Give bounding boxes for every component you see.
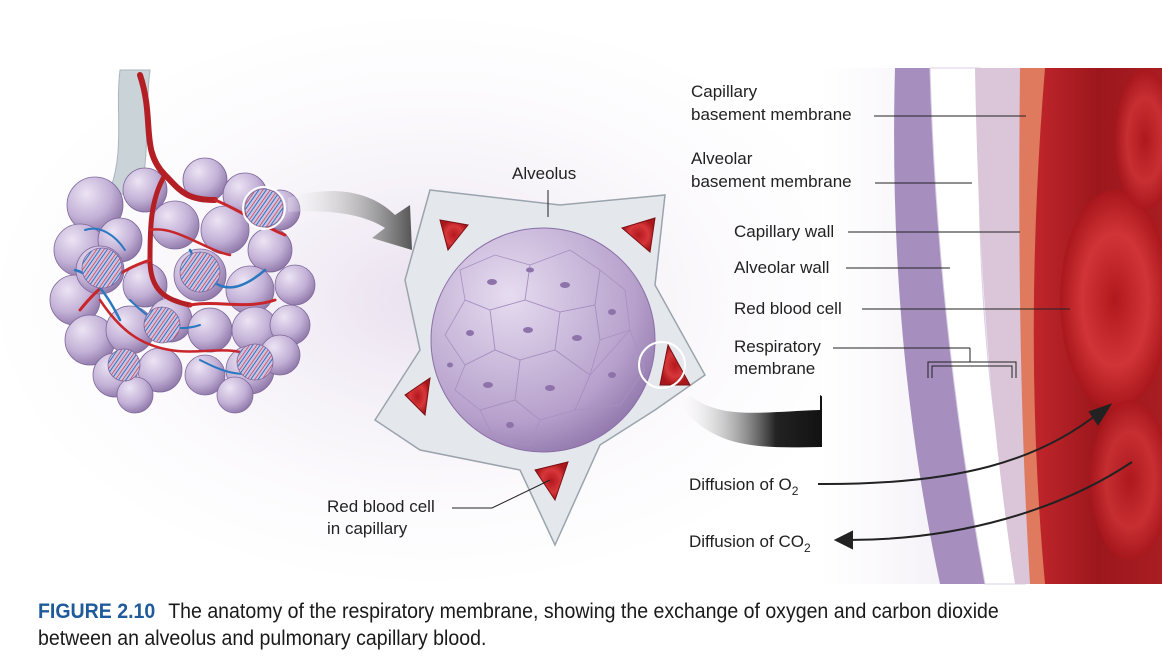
alveolar-cells bbox=[444, 249, 646, 446]
cell-nuclei bbox=[447, 267, 616, 428]
label-diffusion-co2: Diffusion of CO2 bbox=[689, 532, 811, 555]
alveolus-cross-section bbox=[373, 189, 706, 547]
red-blood-cell-icon-3 bbox=[1115, 70, 1162, 210]
label-rbc-in-capillary-2: in capillary bbox=[327, 519, 408, 538]
label-respiratory-membrane-2: membrane bbox=[734, 359, 815, 378]
label-alveolar-wall: Alveolar wall bbox=[734, 258, 829, 277]
membrane-closeup bbox=[822, 67, 1162, 585]
label-capillary-wall: Capillary wall bbox=[734, 222, 834, 241]
figure-number: FIGURE 2.10 bbox=[38, 600, 156, 623]
label-red-blood-cell: Red blood cell bbox=[734, 299, 842, 318]
label-alveolus: Alveolus bbox=[512, 164, 576, 183]
label-alveolar-basement-membrane: Alveolar bbox=[691, 149, 753, 168]
label-diffusion-o2: Diffusion of O2 bbox=[689, 475, 799, 498]
alveolus-icon bbox=[430, 227, 656, 453]
vessel-network bbox=[73, 72, 287, 376]
alveolar-wall-layer bbox=[894, 68, 995, 584]
caption-line-2: between an alveolus and pulmonary capill… bbox=[38, 627, 487, 650]
capillary-net-sacs bbox=[81, 188, 284, 382]
zoom-ring-large bbox=[638, 341, 686, 389]
label-rbc-in-capillary: Red blood cell bbox=[327, 497, 435, 516]
red-blood-cell-icon-2 bbox=[1090, 400, 1162, 560]
caption-line-1: FIGURE 2.10 The anatomy of the respirator… bbox=[38, 598, 1080, 625]
diffusion-arrows bbox=[817, 403, 1133, 550]
label-alveolar-basement-membrane-2: basement membrane bbox=[691, 172, 852, 191]
respiratory-membrane-diagram: Capillary basement membrane Alveolar bas… bbox=[0, 20, 1162, 585]
zoom-arrow-1 bbox=[288, 191, 412, 250]
alveolar-cluster bbox=[49, 69, 316, 414]
leader-lines bbox=[452, 115, 1070, 509]
label-capillary-basement-membrane-2: basement membrane bbox=[691, 105, 852, 124]
label-respiratory-membrane: Respiratory bbox=[734, 337, 821, 356]
capillaries bbox=[404, 217, 691, 502]
zoom-ring-small bbox=[242, 186, 286, 230]
red-blood-cell-icon bbox=[1060, 190, 1162, 410]
figure-caption: FIGURE 2.10 The anatomy of the respirator… bbox=[38, 598, 1080, 652]
caption-text-1: The anatomy of the respiratory membrane,… bbox=[168, 600, 999, 623]
label-capillary-basement-membrane: Capillary bbox=[691, 82, 758, 101]
